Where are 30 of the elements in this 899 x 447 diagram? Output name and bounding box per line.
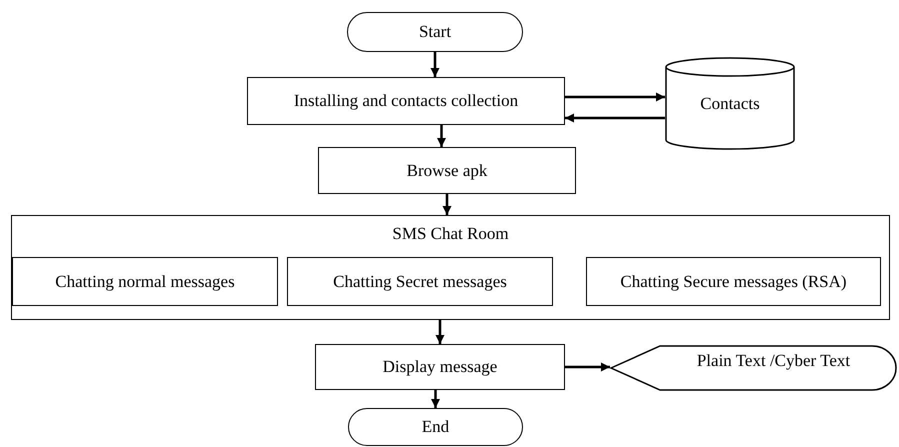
terminator [348, 408, 523, 446]
display-shape [610, 345, 897, 391]
arrow [436, 320, 444, 344]
process-box [315, 344, 565, 390]
process-box [247, 77, 565, 125]
process-box [586, 257, 881, 306]
node-label: Start [418, 22, 452, 42]
node-label: Installing and contacts collection [294, 91, 518, 111]
container-box [11, 215, 890, 320]
arrow [565, 114, 665, 122]
node-label: SMS Chat Room [392, 224, 509, 244]
terminator [347, 12, 523, 52]
arrow [431, 390, 440, 408]
node-label: Plain Text /Cyber Text [696, 351, 850, 371]
process-box [12, 257, 278, 306]
node-label: Contacts [700, 94, 760, 114]
node-label: End [422, 417, 450, 437]
node-label: Browse apk [406, 160, 488, 180]
arrow [442, 194, 452, 215]
database-cylinder [665, 57, 795, 150]
node-label: Chatting Secure messages (RSA) [620, 272, 847, 292]
node-label: Chatting Secret messages [333, 272, 507, 292]
arrow [430, 52, 440, 77]
node-label: Chatting normal messages [55, 272, 235, 292]
arrow [565, 362, 610, 372]
process-box [287, 257, 553, 306]
node-label: Display message [382, 357, 498, 377]
arrow [437, 125, 446, 147]
process-box [318, 147, 576, 194]
arrow [565, 92, 665, 102]
